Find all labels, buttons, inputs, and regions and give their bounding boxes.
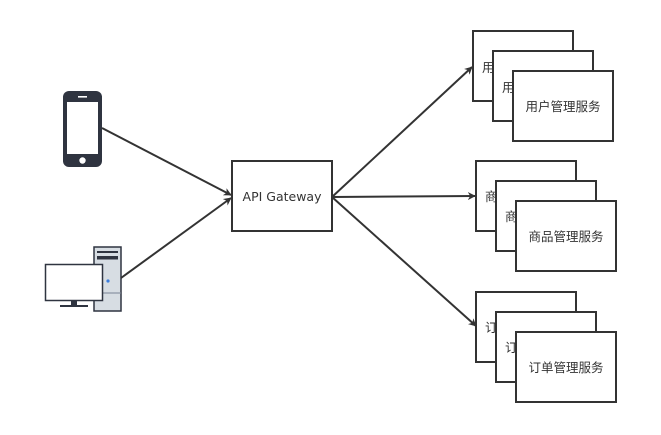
stack-label: 用 [502,80,515,95]
stack-label: 商 [485,189,498,204]
mobile-phone-icon [63,91,102,167]
order-service-stack[interactable]: 订 订 订单管理服务 [475,291,617,403]
desktop-computer-icon [44,246,122,312]
api-gateway-label: API Gateway [243,189,323,204]
edge-gateway-order [331,196,477,327]
product-service-stack[interactable]: 商 商 商品管理服务 [475,160,617,272]
api-gateway-node[interactable]: API Gateway [231,160,333,232]
stack-label: 用 [482,60,495,75]
edge-mobile-gateway [101,127,232,196]
stack-label: 商 [505,209,518,224]
edge-gateway-product [331,192,476,201]
edges [101,66,477,327]
user-service-label: 用户管理服务 [525,99,600,114]
stack-label: 订 [505,340,518,355]
edge-desktop-gateway [120,197,232,279]
product-service-label: 商品管理服务 [528,229,603,244]
user-service-stack[interactable]: 用 用 用户管理服务 [472,30,614,142]
edge-gateway-user [331,66,473,198]
stack-label: 订 [485,320,498,335]
order-service-label: 订单管理服务 [528,360,603,375]
